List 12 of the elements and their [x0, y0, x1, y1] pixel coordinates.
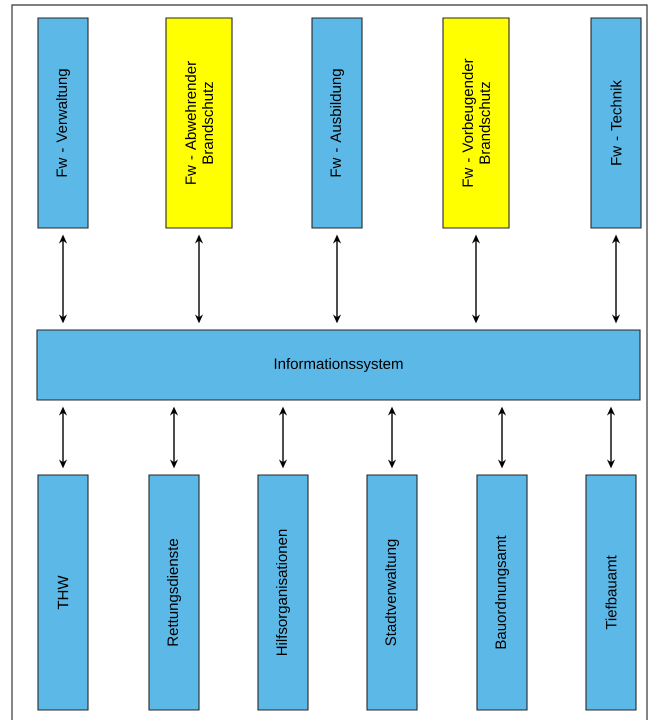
system-box: Informationssystem — [36, 329, 641, 401]
vertical-box: Fw - Verwaltung — [37, 17, 89, 229]
vertical-box: Hilfsorganisationen — [257, 474, 309, 711]
vertical-box: Fw - Technik — [590, 17, 642, 229]
vertical-box: Fw - Abwehrender Brandschutz — [165, 17, 233, 229]
vertical-box: Stadtverwaltung — [366, 474, 418, 711]
vertical-box: THW — [37, 474, 89, 711]
vertical-box: Rettungsdienste — [148, 474, 200, 711]
vertical-box: Tiefbauamt — [585, 474, 637, 711]
vertical-box: Bauordnungsamt — [476, 474, 528, 711]
vertical-box: Fw - Ausbildung — [311, 17, 363, 229]
vertical-box: Fw - Vorbeugender Brandschutz — [442, 17, 510, 229]
